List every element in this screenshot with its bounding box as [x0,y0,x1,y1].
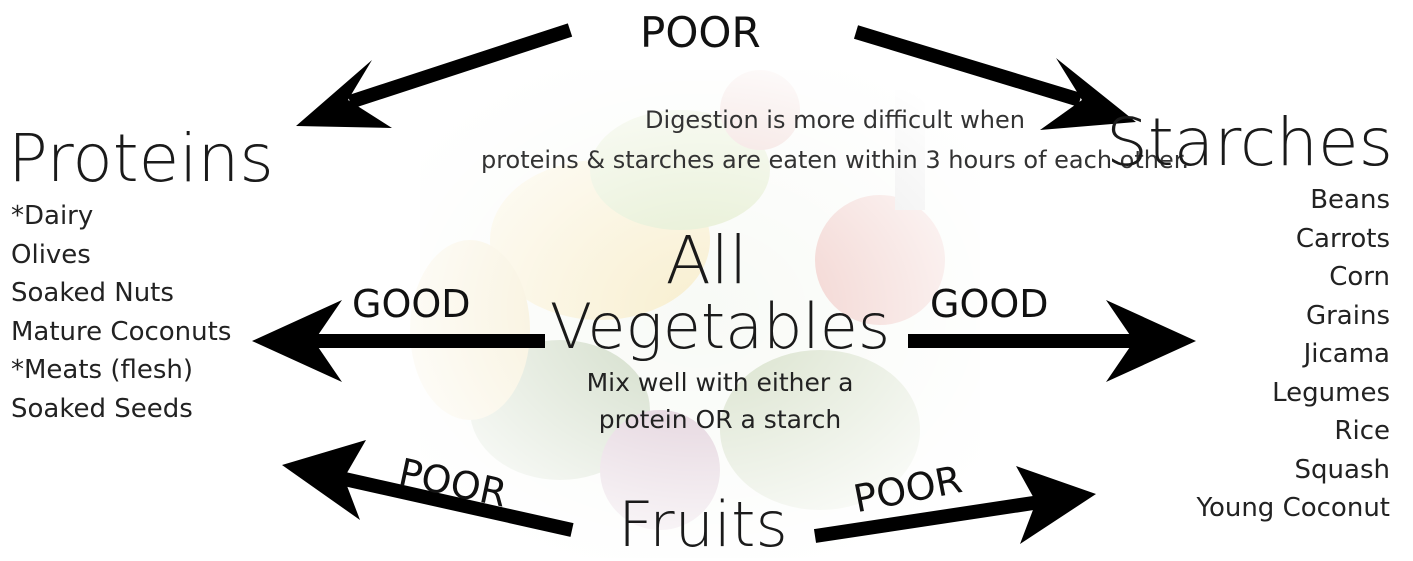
proteins-title: Proteins [8,120,274,197]
good-label-right: GOOD [930,282,1049,326]
starches-title: Starches [1106,104,1393,181]
vegetables-subtitle-line-2: protein OR a starch [0,401,1413,438]
starch-item: Young Coconut [1197,489,1390,528]
fruits-title: Fruits [618,488,788,561]
vegetables-title-line-2: Vegetables [0,290,1413,363]
starch-item: Squash [1197,451,1390,490]
vegetables-subtitle-line-1: Mix well with either a [0,364,1413,401]
poor-label-top: POOR [640,8,761,57]
vegetables-subtitle: Mix well with either a protein OR a star… [0,364,1413,438]
good-label-left: GOOD [352,282,471,326]
starch-item: Beans [1197,181,1390,220]
vegetables-title-line-1: All [0,228,1413,294]
